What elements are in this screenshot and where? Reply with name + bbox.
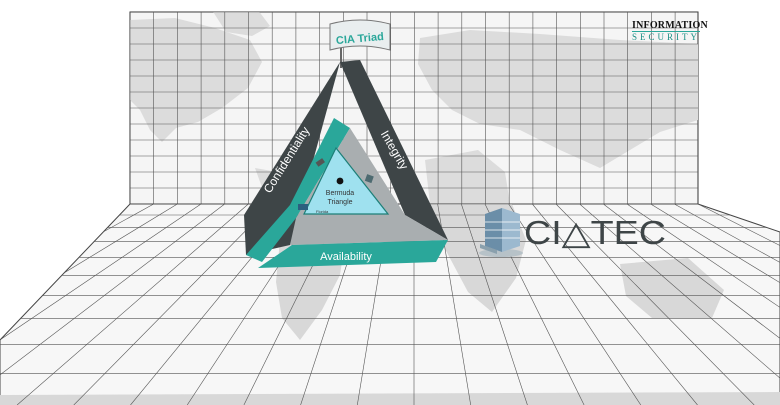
map-marker: [298, 204, 308, 210]
floor-grid-vertical: [603, 204, 780, 405]
antarctica-landmass: [0, 392, 780, 405]
bermuda-dot: [336, 177, 344, 185]
africa-landmass: [425, 150, 510, 204]
floor-grid-vertical: [73, 204, 273, 405]
bermuda-label-line1: Bermuda: [326, 190, 355, 197]
information-security-logo: INFORMATION SECURITY: [632, 20, 708, 43]
wall-grid: [130, 12, 698, 204]
triangle-teal-left-bar: [246, 118, 350, 262]
cia-triad-triangle: Bermuda Triangle Florida Confidentiality…: [244, 60, 448, 268]
floor-grid-vertical: [0, 204, 202, 405]
cia-triad-flag: CIA Triad: [329, 19, 391, 68]
floor-grid-vertical: [626, 204, 780, 405]
bermuda-triangle: [303, 146, 390, 215]
ciatec-logo: CI△TEC: [479, 208, 666, 257]
floor-grid-vertical: [461, 204, 528, 405]
brand-line1: INFORMATION: [632, 20, 708, 32]
triangle-dark-right-bar: [340, 60, 448, 240]
triangle-dark-left-bar: [244, 62, 340, 255]
floor-grid-vertical: [650, 204, 780, 405]
australia-landmass: [620, 258, 724, 318]
small-map-detail: [315, 158, 325, 167]
availability-label: Availability: [320, 251, 372, 263]
north-america-landmass: [130, 18, 262, 142]
building-icon: [479, 208, 523, 257]
floor-grid-vertical: [0, 204, 225, 405]
florida-label: Florida: [316, 209, 329, 214]
flag-label: CIA Triad: [336, 31, 385, 47]
floor-grid-vertical: [555, 204, 755, 405]
floor-grid-vertical: [697, 204, 780, 405]
floor-grid-vertical: [508, 204, 642, 405]
floor-grid-vertical: [532, 204, 698, 405]
triangle-teal-bottom-bar: [258, 240, 448, 268]
floor-grid-vertical: [674, 204, 780, 405]
floor-grid-vertical: [579, 204, 780, 405]
small-map-detail-2: [364, 174, 374, 184]
greenland-landmass: [213, 12, 270, 36]
ciatec-wordmark: CI△TEC: [524, 214, 666, 251]
brand-line2: SECURITY: [632, 32, 701, 42]
floor-grid-vertical: [16, 204, 249, 405]
bermuda-label-line2: Triangle: [327, 199, 352, 206]
triangle-gray-right-bar: [290, 128, 448, 245]
